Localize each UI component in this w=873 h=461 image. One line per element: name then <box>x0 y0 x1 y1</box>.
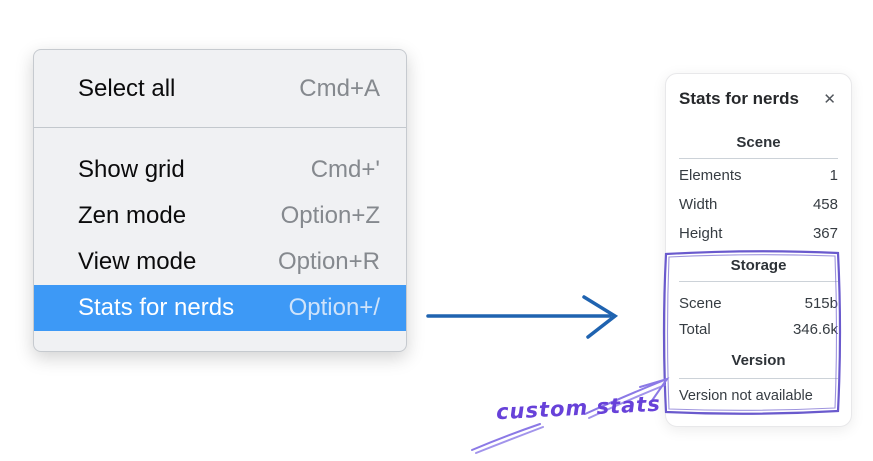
stat-row-storage-scene: Scene 515b <box>679 290 838 316</box>
stat-label: Scene <box>679 294 722 312</box>
menu-group-top: Select all Cmd+A <box>34 62 406 116</box>
menu-item-shortcut: Option+R <box>277 248 380 275</box>
storage-section-heading: Storage <box>730 257 787 274</box>
stat-value: 458 <box>812 196 838 213</box>
context-menu: Select all Cmd+A Show grid Cmd+' Zen mod… <box>33 49 407 352</box>
scene-heading-divider <box>679 158 838 159</box>
blue-arrow <box>426 295 619 339</box>
stat-value: 515b <box>804 294 838 312</box>
stat-value: 1 <box>829 167 838 184</box>
menu-item-shortcut: Cmd+A <box>299 75 380 102</box>
menu-item-label: Stats for nerds <box>78 294 235 321</box>
scene-section-heading: Scene <box>736 134 781 151</box>
stat-value: 367 <box>812 225 838 242</box>
stat-row-width: Width 458 <box>679 190 838 219</box>
annotation-underline <box>471 423 544 454</box>
stats-panel: Stats for nerds ✕ Scene Elements 1 Width… <box>665 73 852 427</box>
version-heading-divider <box>679 378 838 379</box>
menu-item-shortcut: Option+Z <box>280 202 380 229</box>
storage-rows: Scene 515b Total 346.6k <box>679 290 838 342</box>
menu-item-label: Select all <box>78 75 176 102</box>
stat-label: Elements <box>679 167 742 184</box>
menu-item-shortcut: Cmd+' <box>310 156 380 183</box>
stat-row-height: Height 367 <box>679 219 838 248</box>
close-icon[interactable]: ✕ <box>823 90 836 108</box>
storage-heading-divider <box>679 281 838 282</box>
menu-item-view-mode[interactable]: View mode Option+R <box>34 239 406 285</box>
menu-item-select-all[interactable]: Select all Cmd+A <box>34 62 406 116</box>
menu-item-show-grid[interactable]: Show grid Cmd+' <box>34 147 406 193</box>
scene-rows: Elements 1 Width 458 Height 367 <box>679 161 838 248</box>
stat-row-elements: Elements 1 <box>679 161 838 190</box>
stat-row-storage-total: Total 346.6k <box>679 316 838 342</box>
annotation-underline-stroke-sketch <box>475 426 544 454</box>
version-section-heading: Version <box>731 352 786 369</box>
stats-panel-title: Stats for nerds <box>679 89 799 108</box>
stat-label: Total <box>679 320 711 338</box>
stat-value: 346.6k <box>792 320 838 338</box>
custom-stats-label: custom stats <box>495 391 662 425</box>
stats-panel-header: Stats for nerds ✕ <box>679 88 838 110</box>
menu-item-zen-mode[interactable]: Zen mode Option+Z <box>34 193 406 239</box>
menu-item-label: Show grid <box>78 156 185 183</box>
menu-item-shortcut: Option+/ <box>288 294 380 321</box>
stat-label: Height <box>679 225 723 242</box>
menu-item-label: View mode <box>78 248 197 275</box>
stat-label: Width <box>679 196 718 213</box>
menu-item-label: Zen mode <box>78 202 187 229</box>
blue-arrow-head <box>582 295 619 339</box>
menu-divider <box>34 127 406 128</box>
menu-item-stats-for-nerds[interactable]: Stats for nerds Option+/ <box>34 285 406 331</box>
annotation-underline-stroke <box>471 423 541 451</box>
version-note: Version not available <box>679 388 813 404</box>
menu-group-bottom: Show grid Cmd+' Zen mode Option+Z View m… <box>34 128 406 331</box>
